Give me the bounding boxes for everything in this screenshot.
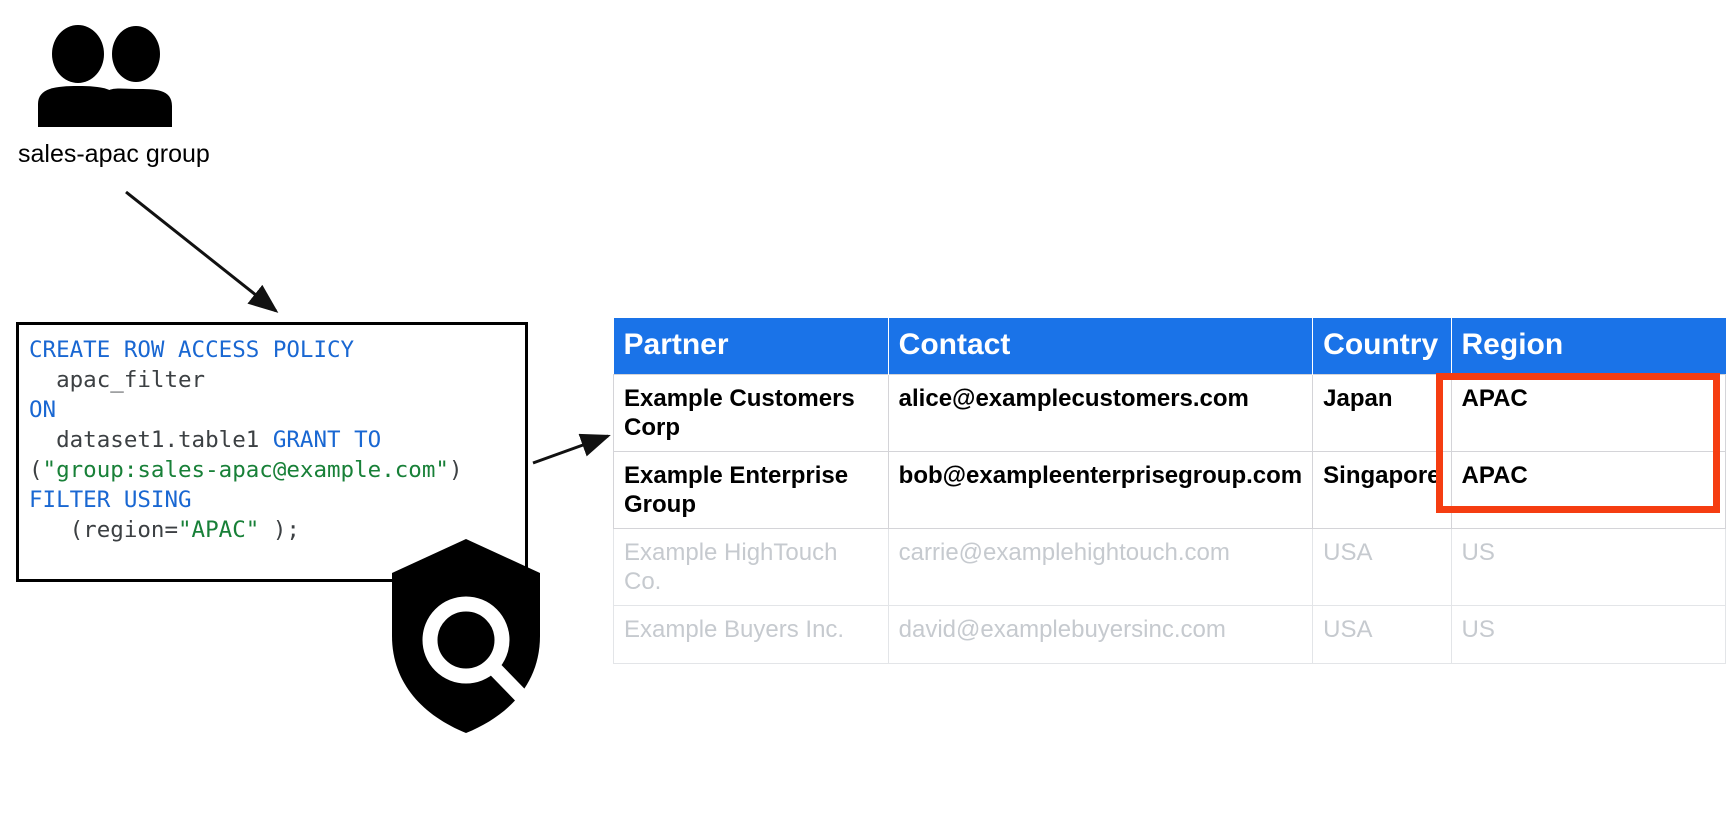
cell-partner: Example Enterprise Group xyxy=(613,451,889,529)
cell-partner: Example HighTouch Co. xyxy=(613,528,889,606)
cell-contact: carrie@examplehightouch.com xyxy=(887,528,1314,606)
group-node: sales-apac group xyxy=(18,22,358,169)
code-token: CREATE ROW ACCESS POLICY xyxy=(29,337,355,363)
column-header-country[interactable]: Country xyxy=(1312,318,1452,375)
cell-region: US xyxy=(1450,605,1726,664)
cell-contact: david@examplebuyersinc.com xyxy=(887,605,1314,664)
code-token: ( xyxy=(29,457,43,483)
sql-code-text: CREATE ROW ACCESS POLICY apac_filter ON … xyxy=(29,335,513,545)
people-group-icon xyxy=(18,22,193,127)
cell-country: Japan xyxy=(1312,374,1452,452)
cell-region: US xyxy=(1450,528,1726,606)
partners-table: Partner Contact Country Region Example C… xyxy=(613,318,1726,664)
cell-region: APAC xyxy=(1450,374,1726,452)
column-header-contact[interactable]: Contact xyxy=(887,318,1313,375)
row-access-policy-code-block: CREATE ROW ACCESS POLICY apac_filter ON … xyxy=(16,322,528,582)
column-header-region[interactable]: Region xyxy=(1450,318,1726,375)
shield-search-icon xyxy=(388,536,544,736)
cell-country: USA xyxy=(1312,528,1452,606)
code-token: ON xyxy=(29,397,57,423)
table-header-row: Partner Contact Country Region xyxy=(613,318,1726,375)
code-token: apac_filter xyxy=(29,367,206,393)
code-token: FILTER USING xyxy=(29,487,192,513)
code-token: (region= xyxy=(29,517,179,543)
group-label: sales-apac group xyxy=(18,140,210,168)
cell-country: Singapore xyxy=(1312,451,1452,529)
code-token: ) xyxy=(448,457,463,483)
cell-region: APAC xyxy=(1450,451,1726,529)
table-row[interactable]: Example HighTouch Co.carrie@examplehight… xyxy=(613,528,1726,606)
code-token: ); xyxy=(259,517,300,543)
code-token: GRANT TO xyxy=(272,427,382,453)
arrow-policy-to-table xyxy=(532,433,611,465)
code-token: dataset1.table1 xyxy=(29,427,273,453)
cell-contact: alice@examplecustomers.com xyxy=(887,374,1314,452)
code-token: "APAC" xyxy=(178,517,260,543)
arrow-group-to-policy xyxy=(125,190,279,313)
cell-partner: Example Buyers Inc. xyxy=(613,605,889,664)
cell-country: USA xyxy=(1312,605,1452,664)
column-header-partner[interactable]: Partner xyxy=(613,318,889,375)
table-row[interactable]: Example Buyers Inc.david@examplebuyersin… xyxy=(613,605,1726,664)
cell-partner: Example Customers Corp xyxy=(613,374,889,452)
code-token: "group:sales-apac@example.com" xyxy=(42,457,449,483)
cell-contact: bob@exampleenterprisegroup.com xyxy=(887,451,1314,529)
